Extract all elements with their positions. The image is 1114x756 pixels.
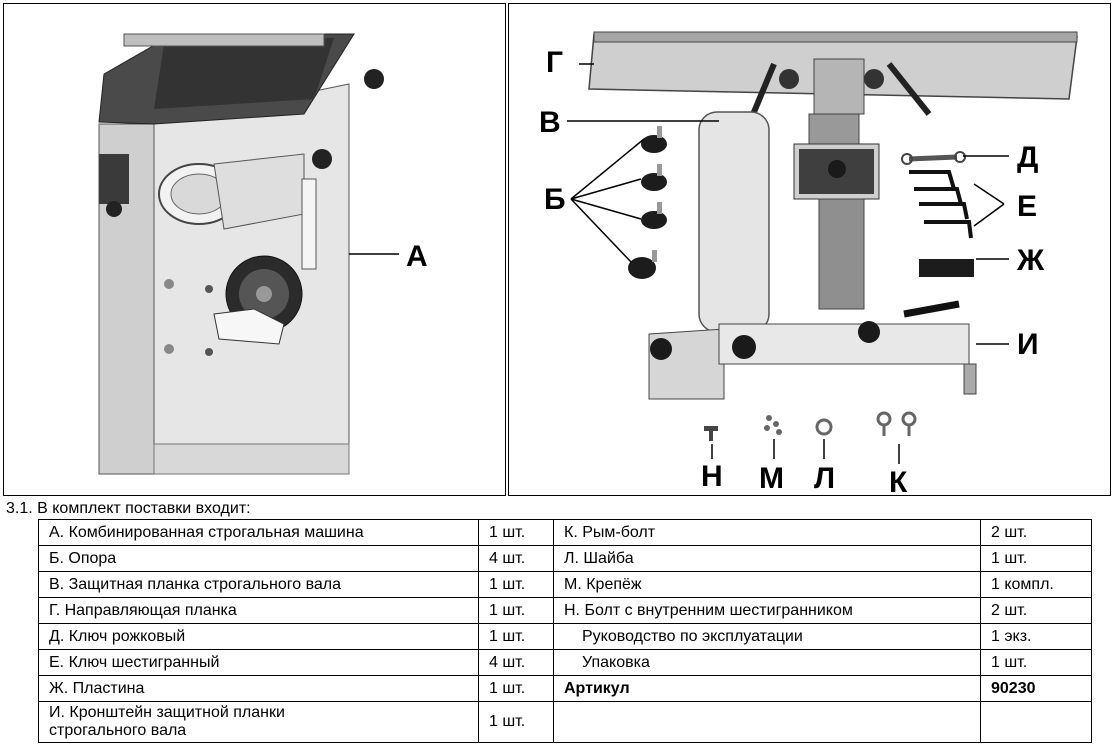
item-quantity: 1 компл. [980,571,1092,598]
table-row: Е. Ключ шестигранный 4 шт. Упаковка 1 шт… [38,649,1092,676]
item-name: М. Крепёж [553,571,981,598]
item-name: Упаковка [553,649,981,676]
item-name: Е. Ключ шестигранный [38,649,479,676]
article-label: Артикул [553,675,981,702]
item-quantity: 4 шт. [478,545,554,572]
article-number: 90230 [980,675,1092,702]
item-quantity: 4 шт. [478,649,554,676]
item-name: Д. Ключ рожковый [38,623,479,650]
callout-label-d: Д [1017,141,1038,174]
callout-label-b: Б [544,183,566,216]
item-name: И. Кронштейн защитной планки строгальног… [38,701,479,743]
item-quantity: 1 шт. [478,519,554,546]
item-name-line: И. Кронштейн защитной планки [49,704,285,721]
item-name: Г. Направляющая планка [38,597,479,624]
table-row: В. Защитная планка строгального вала 1 ш… [38,571,1092,598]
item-quantity: 2 шт. [980,519,1092,546]
item-name: Н. Болт с внутренним шестигранником [553,597,981,624]
item-quantity: 1 экз. [980,623,1092,650]
empty-cell [980,701,1092,743]
item-name: Ж. Пластина [38,675,479,702]
callout-label-m: М [759,462,784,495]
item-quantity: 1 шт. [478,623,554,650]
accessories-illustration: Г В Б Д Е Ж И Н М Л К [539,31,1078,497]
machine-figure-panel: А [3,3,506,496]
callout-label-v: В [539,106,561,139]
item-quantity: 1 шт. [478,597,554,624]
item-quantity: 1 шт. [478,675,554,702]
callout-lines [567,63,1009,464]
callout-label-e: Е [1017,190,1037,223]
item-quantity: 2 шт. [980,597,1092,624]
item-name: В. Защитная планка строгального вала [38,571,479,598]
table-row: Б. Опора 4 шт. Л. Шайба 1 шт. [38,545,1092,572]
item-quantity: 1 шт. [478,701,554,743]
item-quantity: 1 шт. [980,545,1092,572]
callout-label-i: И [1017,328,1039,361]
item-name: Б. Опора [38,545,479,572]
item-quantity: 1 шт. [980,649,1092,676]
callout-label-n: Н [701,460,723,493]
item-name: К. Рым-болт [553,519,981,546]
table-row: Д. Ключ рожковый 1 шт. Руководство по эк… [38,623,1092,650]
item-name: А. Комбинированная строгальная машина [38,519,479,546]
item-quantity: 1 шт. [478,571,554,598]
callout-label-a: А [406,240,428,273]
item-name-line: строгального вала [49,722,187,739]
accessories-figure-panel: Г В Б Д Е Ж И Н М Л К [508,3,1111,497]
empty-cell [553,701,981,743]
planer-machine-illustration: А [98,33,428,475]
callout-label-k: К [889,466,908,497]
callout-label-zh: Ж [1016,244,1045,277]
table-row: Г. Направляющая планка 1 шт. Н. Болт с в… [38,597,1092,624]
table-row: А. Комбинированная строгальная машина 1 … [38,519,1092,546]
table-row: Ж. Пластина 1 шт. Артикул 90230 [38,675,1092,702]
section-heading: 3.1. В комплект поставки входит: [6,500,251,517]
table-row: И. Кронштейн защитной планки строгальног… [38,701,1092,743]
item-name: Руководство по эксплуатации [553,623,981,650]
contents-table: А. Комбинированная строгальная машина 1 … [38,519,1092,743]
callout-label-l: Л [814,462,835,495]
callout-label-g: Г [546,46,563,79]
item-name: Л. Шайба [553,545,981,572]
